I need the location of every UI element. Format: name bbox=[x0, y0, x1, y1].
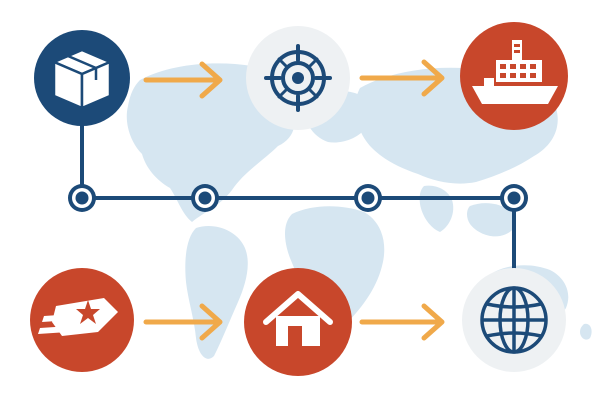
node-delivery bbox=[30, 268, 134, 372]
house-icon bbox=[263, 291, 333, 346]
package-box-icon bbox=[52, 48, 112, 110]
flow-arrows bbox=[143, 59, 445, 341]
map-southeast-asia bbox=[467, 203, 517, 237]
timeline-checkpoint bbox=[191, 184, 219, 212]
flow-arrow-target-to-ship bbox=[359, 59, 445, 97]
cargo-ship-icon bbox=[472, 40, 558, 104]
node-globe bbox=[462, 268, 566, 372]
node-ship bbox=[460, 22, 568, 130]
fast-delivery-star-icon bbox=[38, 298, 118, 336]
flow-arrow-delivery-to-home bbox=[143, 303, 223, 341]
timeline-checkpoint bbox=[500, 184, 528, 212]
timeline-checkpoints bbox=[68, 184, 528, 212]
node-home bbox=[244, 268, 352, 376]
crosshair-target-icon bbox=[264, 44, 332, 112]
timeline-checkpoint bbox=[354, 184, 382, 212]
node-package bbox=[34, 30, 130, 126]
node-target bbox=[246, 26, 350, 130]
flow-arrow-package-to-target bbox=[143, 61, 223, 99]
globe-icon bbox=[480, 286, 548, 354]
map-india bbox=[419, 185, 454, 232]
timeline-checkpoint bbox=[68, 184, 96, 212]
map-south-america bbox=[185, 226, 248, 359]
map-new-zealand bbox=[580, 323, 592, 340]
flow-arrow-home-to-globe bbox=[359, 303, 445, 341]
